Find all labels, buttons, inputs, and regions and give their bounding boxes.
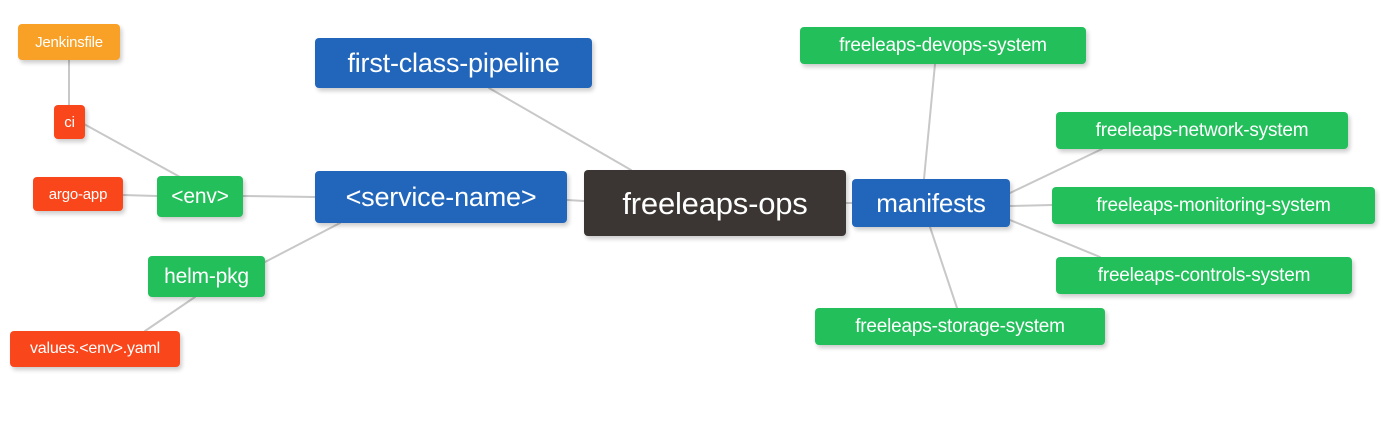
mindmap-node-storage-system[interactable]: freeleaps-storage-system	[815, 308, 1105, 345]
mindmap-node-freeleaps-ops[interactable]: freeleaps-ops	[584, 170, 846, 236]
edge-ci-to-env	[83, 123, 181, 178]
edge-manifests-to-storage-system	[929, 226, 958, 309]
mindmap-node-values-env-yaml[interactable]: values.<env>.yaml	[10, 331, 180, 367]
mindmap-node-monitoring-system[interactable]: freeleaps-monitoring-system	[1052, 187, 1375, 224]
mindmap-node-ci[interactable]: ci	[54, 105, 85, 139]
mindmap-node-first-class-pipeline[interactable]: first-class-pipeline	[315, 38, 592, 88]
mindmap-node-network-system[interactable]: freeleaps-network-system	[1056, 112, 1348, 149]
mindmap-node-helm-pkg[interactable]: helm-pkg	[148, 256, 265, 297]
edge-manifests-to-controls-system	[1009, 219, 1101, 258]
edge-helm-pkg-to-service-name	[264, 222, 341, 263]
edge-first-class-pipeline-to-freeleaps-ops	[488, 87, 632, 171]
mindmap-node-jenkinsfile[interactable]: Jenkinsfile	[18, 24, 120, 60]
edge-manifests-to-monitoring-system	[1009, 204, 1053, 207]
mindmap-node-env[interactable]: <env>	[157, 176, 243, 217]
edge-service-name-to-freeleaps-ops	[566, 199, 585, 202]
mindmap-node-argo-app[interactable]: argo-app	[33, 177, 123, 211]
edge-values-env-yaml-to-helm-pkg	[144, 296, 196, 332]
mindmap-node-service-name[interactable]: <service-name>	[315, 171, 567, 223]
edge-argo-app-to-env	[122, 194, 158, 197]
mindmap-node-devops-system[interactable]: freeleaps-devops-system	[800, 27, 1086, 64]
edge-manifests-to-devops-system	[923, 63, 936, 180]
mindmap-node-manifests[interactable]: manifests	[852, 179, 1010, 227]
mindmap-node-controls-system[interactable]: freeleaps-controls-system	[1056, 257, 1352, 294]
edge-env-to-service-name	[242, 195, 316, 198]
